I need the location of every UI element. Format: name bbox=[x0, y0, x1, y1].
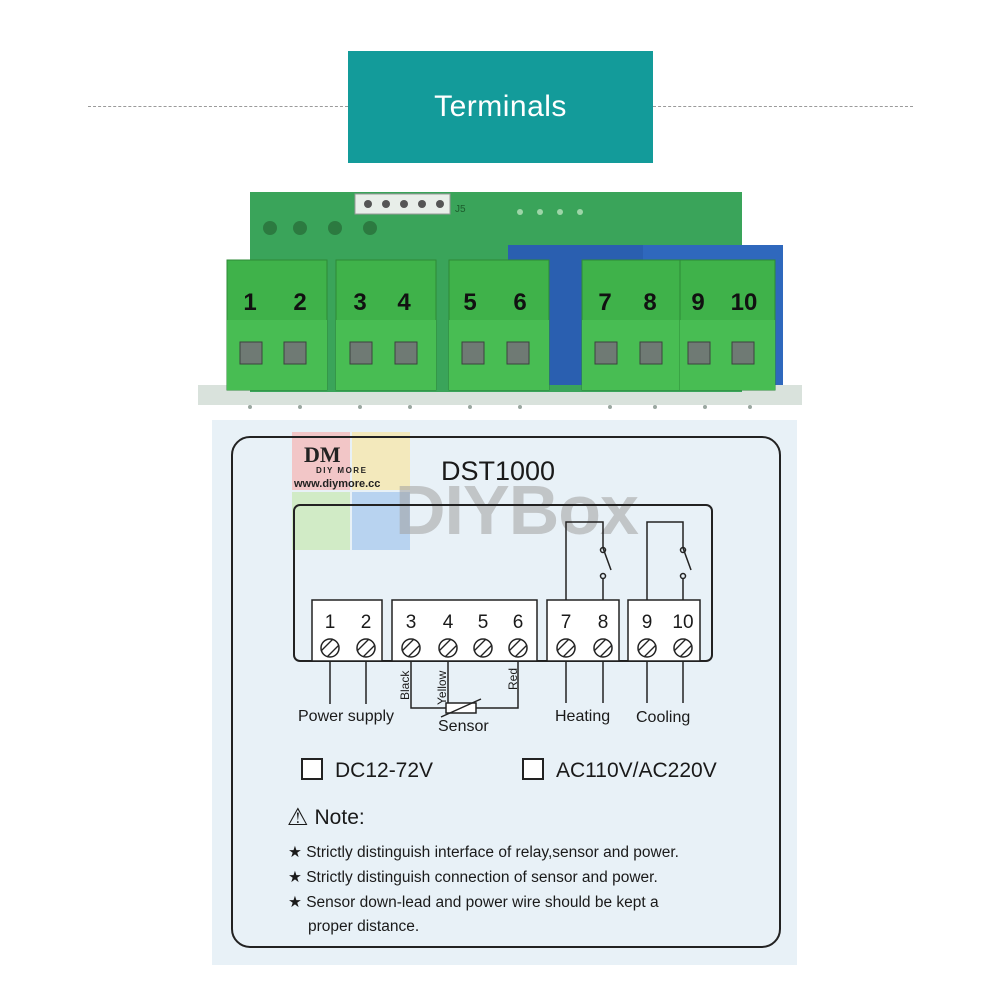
note-item: ★ Strictly distinguish connection of sen… bbox=[288, 867, 658, 889]
model-name: DST1000 bbox=[441, 456, 555, 486]
watermark: DIYBox bbox=[395, 471, 639, 549]
diagram-terminal-number: 3 bbox=[406, 612, 417, 633]
logo-monogram: DM bbox=[304, 442, 341, 467]
option-dc-checkbox[interactable] bbox=[301, 758, 323, 780]
screw-terminal-icon bbox=[320, 638, 340, 658]
screw-terminal-icon bbox=[637, 638, 657, 658]
screw-terminal-icon bbox=[473, 638, 493, 658]
label-cooling: Cooling bbox=[636, 709, 690, 726]
note-item: ★ Sensor down-lead and power wire should… bbox=[288, 892, 659, 914]
note-heading: ⚠ Note: bbox=[287, 803, 365, 832]
diagram-terminal-number: 2 bbox=[361, 612, 372, 633]
option-ac-label: AC110V/AC220V bbox=[556, 759, 717, 782]
note-item-continued: proper distance. bbox=[308, 916, 419, 938]
logo-icon: DM bbox=[292, 432, 410, 550]
screw-terminal-icon bbox=[673, 638, 693, 658]
screw-terminal-icon bbox=[356, 638, 376, 658]
star-icon: ★ bbox=[288, 894, 302, 911]
diagram-terminal-number: 5 bbox=[478, 612, 489, 633]
option-ac-checkbox[interactable] bbox=[522, 758, 544, 780]
note-text: Strictly distinguish interface of relay,… bbox=[306, 844, 679, 861]
heating-relay-icon bbox=[565, 521, 612, 600]
diagram-frame bbox=[231, 436, 781, 948]
screw-terminal-icon bbox=[593, 638, 613, 658]
page-title: Terminals bbox=[348, 51, 653, 163]
wire-label-black: Black bbox=[398, 670, 412, 700]
header-divider-left bbox=[88, 106, 348, 107]
logo-url: www.diymore.cc bbox=[294, 478, 381, 490]
star-icon: ★ bbox=[288, 844, 302, 861]
label-sensor: Sensor bbox=[438, 718, 489, 735]
screw-terminal-icon bbox=[401, 638, 421, 658]
diagram-terminal-number: 8 bbox=[598, 612, 609, 633]
header-divider-right bbox=[653, 106, 913, 107]
diagram-terminal-number: 6 bbox=[513, 612, 524, 633]
note-text: Strictly distinguish connection of senso… bbox=[306, 869, 658, 886]
label-power-supply: Power supply bbox=[298, 708, 394, 725]
note-text: Sensor down-lead and power wire should b… bbox=[306, 894, 659, 911]
note-title: Note: bbox=[314, 805, 365, 829]
screw-terminal-icon bbox=[508, 638, 528, 658]
cooling-relay-icon bbox=[646, 521, 692, 600]
diagram-terminal-number: 9 bbox=[642, 612, 653, 633]
note-text: proper distance. bbox=[308, 918, 420, 935]
sensor-thermistor-icon bbox=[440, 698, 482, 718]
wire-label-yellow: Yellow bbox=[435, 670, 449, 705]
wire-label-red: Red bbox=[506, 668, 520, 690]
note-item: ★ Strictly distinguish interface of rela… bbox=[288, 842, 679, 864]
star-icon: ★ bbox=[288, 869, 302, 886]
diagram-terminal-number: 7 bbox=[561, 612, 572, 633]
screw-terminal-icon bbox=[438, 638, 458, 658]
diagram-terminal-number: 10 bbox=[672, 612, 693, 633]
screw-terminal-icon bbox=[556, 638, 576, 658]
warning-icon: ⚠ bbox=[287, 804, 309, 831]
logo-brand: DIY MORE bbox=[316, 466, 368, 475]
diagram-terminal-number: 1 bbox=[325, 612, 336, 633]
label-heating: Heating bbox=[555, 708, 610, 725]
option-dc-label: DC12-72V bbox=[335, 759, 434, 782]
diagram-terminal-number: 4 bbox=[443, 612, 454, 633]
